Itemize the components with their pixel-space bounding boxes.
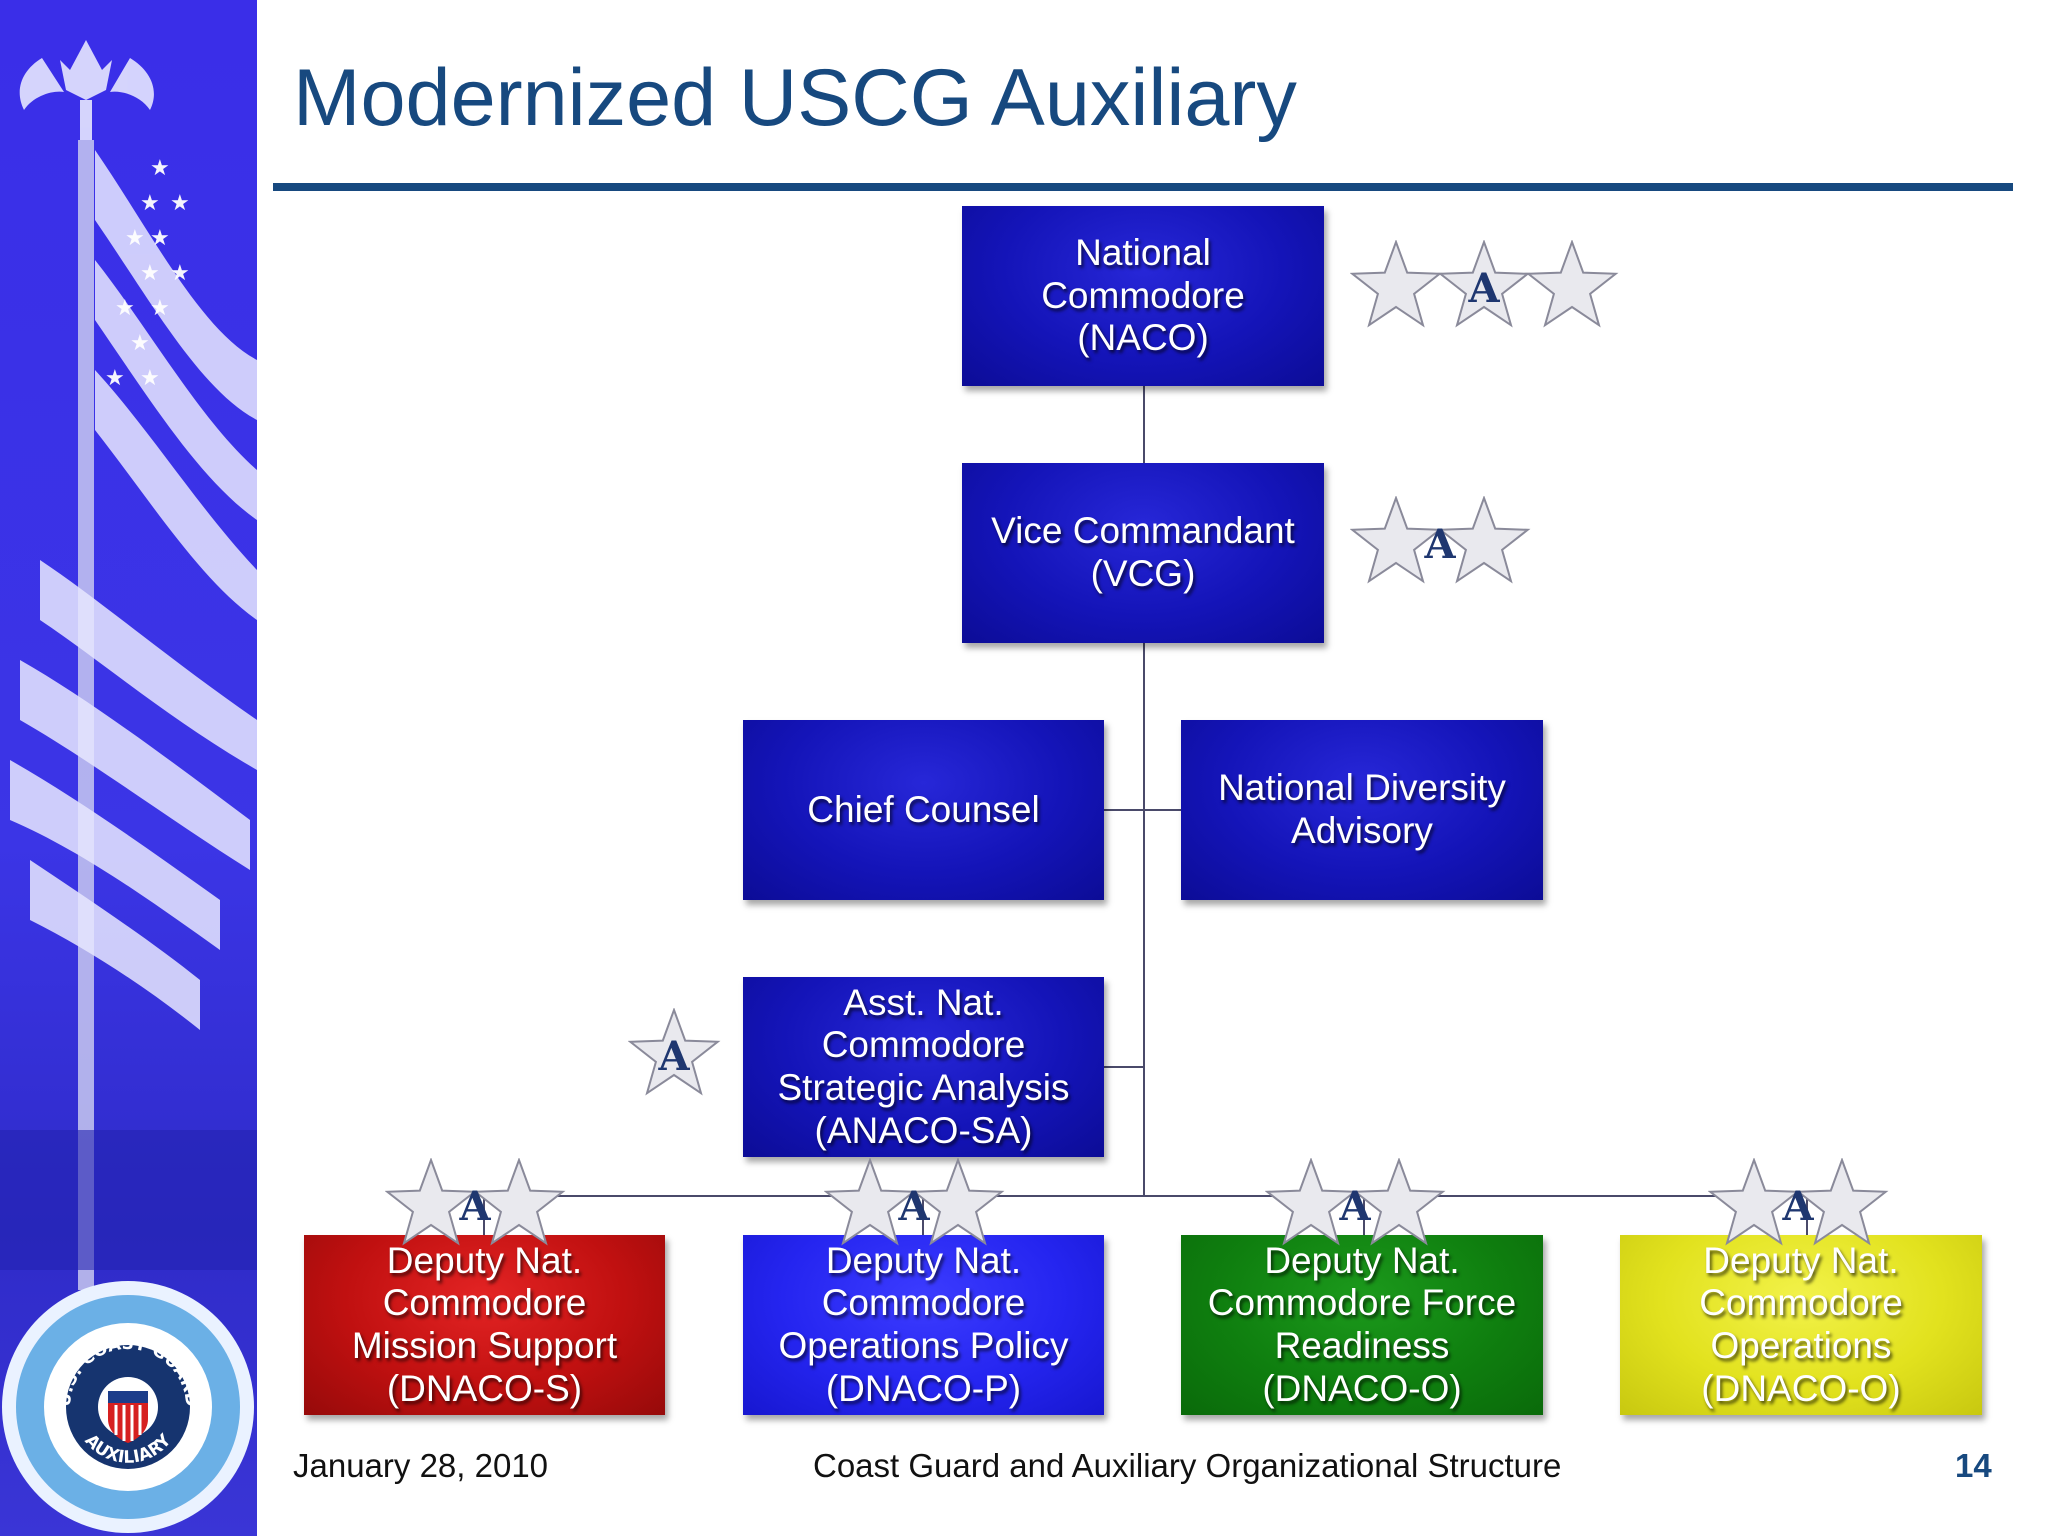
footer-title: Coast Guard and Auxiliary Organizational… — [813, 1447, 1562, 1484]
chief-counsel-line-1: Chief Counsel — [807, 788, 1040, 830]
box-naco: National Commodore (NACO) — [962, 206, 1324, 386]
rank-star-icon — [1708, 1158, 1801, 1246]
dnaco-s-line-3: Mission Support — [351, 1325, 618, 1366]
anaco-sa-line-2: Commodore — [821, 1024, 1026, 1066]
svg-text:★: ★ — [125, 226, 145, 251]
dnaco-fr-rank-stars: A — [1265, 1158, 1446, 1246]
american-flag-image: ★★★ ★★★ ★★★ ★★★ — [0, 40, 257, 1290]
page-number: 14 — [1955, 1447, 1992, 1484]
dnaco-o-line-1: Deputy Nat. — [1703, 1239, 1899, 1281]
box-dnaco-operations: Deputy Nat. Commodore Operations (DNACO-… — [1620, 1235, 1982, 1415]
svg-text:★: ★ — [140, 366, 160, 391]
dnaco-s-rank-stars: A — [385, 1158, 566, 1246]
box-chief-counsel: Chief Counsel — [743, 720, 1104, 900]
vcg-line-2: (VCG) — [1090, 553, 1196, 594]
svg-text:★: ★ — [170, 191, 190, 216]
auxiliary-a-insignia: A — [1781, 1183, 1814, 1230]
svg-text:★: ★ — [150, 156, 170, 181]
dnaco-fr-line-4: (DNACO-O) — [1262, 1367, 1462, 1409]
box-dnaco-p: Deputy Nat. Commodore Operations Policy … — [743, 1235, 1104, 1415]
svg-text:★: ★ — [115, 296, 135, 321]
auxiliary-a-insignia: A — [458, 1183, 491, 1230]
box-vcg: Vice Commandant (VCG) — [962, 463, 1324, 643]
dnaco-fr-line-1: Deputy Nat. — [1264, 1239, 1460, 1281]
svg-text:★: ★ — [150, 226, 170, 251]
dnaco-s-line-4: (DNACO-S) — [386, 1367, 583, 1409]
anaco-sa-line-4: (ANACO-SA) — [814, 1109, 1033, 1151]
auxiliary-a-insignia: A — [1338, 1183, 1371, 1230]
dnaco-s-line-1: Deputy Nat. — [386, 1239, 583, 1281]
naco-line-1: National — [1075, 232, 1211, 274]
anaco-sa-rank-stars: A — [628, 1008, 721, 1096]
coast-guard-auxiliary-seal: U.S. COAST GUARD AUXILIARY — [2, 1281, 254, 1533]
dnaco-p-line-1: Deputy Nat. — [825, 1239, 1022, 1281]
rank-star-icon — [1350, 240, 1443, 328]
auxiliary-a-insignia: A — [657, 1033, 690, 1080]
rank-star-icon — [1437, 496, 1531, 584]
auxiliary-a-insignia: A — [1467, 265, 1500, 312]
svg-text:★: ★ — [140, 191, 160, 216]
dnaco-s-line-2: Commodore — [382, 1282, 587, 1324]
rank-star-icon — [824, 1158, 917, 1246]
footer-date: January 28, 2010 — [293, 1447, 549, 1484]
auxiliary-a-insignia: A — [897, 1183, 930, 1230]
rank-star-icon — [1350, 496, 1443, 584]
vcg-line-1: Vice Commandant — [991, 510, 1295, 552]
svg-text:★: ★ — [105, 366, 125, 391]
diversity-line-2: Advisory — [1291, 810, 1433, 851]
vcg-rank-stars: A — [1350, 496, 1531, 584]
diversity-line-1: National Diversity — [1218, 767, 1506, 809]
dnaco-o-line-2: Commodore — [1699, 1282, 1903, 1324]
svg-text:★: ★ — [170, 261, 190, 286]
rank-star-icon — [1352, 1158, 1446, 1246]
svg-text:★: ★ — [150, 296, 170, 321]
dnaco-o-rank-stars: A — [1708, 1158, 1889, 1246]
rank-star-icon — [1525, 240, 1619, 328]
dnaco-p-line-3: Operations Policy — [778, 1325, 1069, 1366]
naco-line-3: (NACO) — [1077, 317, 1209, 359]
anaco-sa-line-3: Strategic Analysis — [777, 1067, 1070, 1108]
svg-text:★: ★ — [130, 331, 150, 356]
rank-star-icon — [628, 1008, 721, 1096]
rank-star-icon — [1265, 1158, 1358, 1246]
rank-star-icon — [385, 1158, 478, 1246]
box-dnaco-force-readiness: Deputy Nat. Commodore Force Readiness (D… — [1181, 1235, 1543, 1415]
dnaco-fr-line-2: Commodore Force — [1207, 1282, 1517, 1324]
naco-line-2: Commodore — [1041, 274, 1245, 316]
dnaco-p-rank-stars: A — [824, 1158, 1005, 1246]
rank-star-icon — [911, 1158, 1005, 1246]
auxiliary-a-insignia: A — [1423, 521, 1456, 568]
box-national-diversity: National Diversity Advisory — [1181, 720, 1543, 900]
svg-text:★: ★ — [140, 261, 160, 286]
dnaco-fr-line-3: Readiness — [1274, 1325, 1450, 1366]
rank-star-icon — [1437, 240, 1531, 328]
dnaco-o-line-3: Operations — [1710, 1325, 1892, 1366]
naco-rank-stars: A — [1350, 240, 1619, 328]
flag-sidebar: ★★★ ★★★ ★★★ ★★★ U.S. COAST GUARD AUXILIA… — [0, 0, 257, 1536]
dnaco-p-line-2: Commodore — [821, 1282, 1026, 1324]
anaco-sa-line-1: Asst. Nat. — [843, 981, 1004, 1023]
rank-star-icon — [1795, 1158, 1889, 1246]
rank-star-icon — [472, 1158, 566, 1246]
dnaco-o-line-4: (DNACO-O) — [1701, 1367, 1901, 1409]
dnaco-p-line-4: (DNACO-P) — [825, 1367, 1022, 1409]
title-divider — [273, 183, 2013, 191]
box-anaco-sa: Asst. Nat. Commodore Strategic Analysis … — [743, 977, 1104, 1157]
box-dnaco-s: Deputy Nat. Commodore Mission Support (D… — [304, 1235, 665, 1415]
slide-title: Modernized USCG Auxiliary — [293, 53, 1297, 143]
